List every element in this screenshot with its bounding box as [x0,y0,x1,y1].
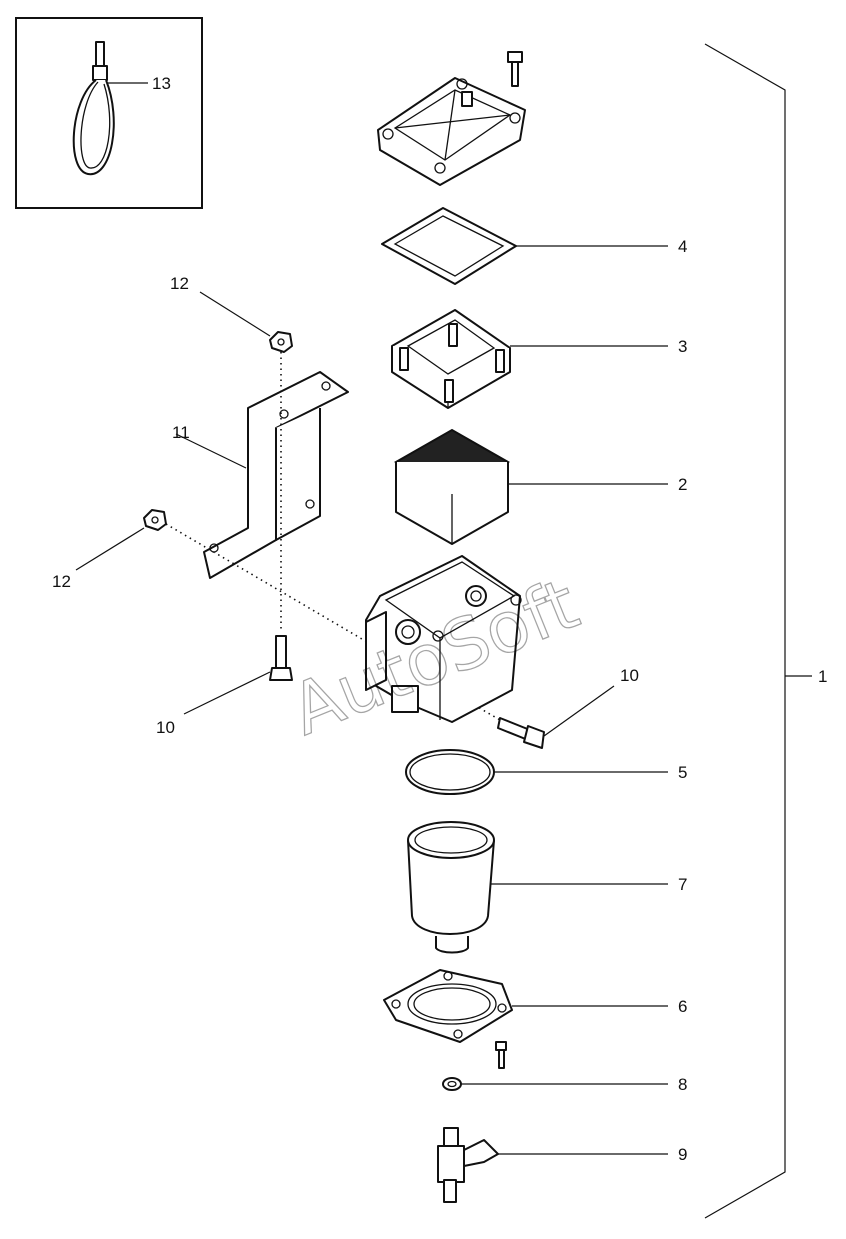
part-13-cable-tie [72,41,148,176]
callout-3: 3 [678,337,687,356]
part-8-washer [442,1077,668,1091]
callout-12-top: 12 [170,274,189,293]
callout-10-left: 10 [156,718,175,737]
part-6-ring-clamp [383,969,668,1069]
callout-9: 9 [678,1145,687,1164]
part-top-cover [377,51,526,186]
assembly-bracket-1 [704,43,812,1219]
callout-11: 11 [172,423,190,442]
callout-4: 4 [678,237,687,256]
part-5-o-ring [405,749,668,795]
part-12-nut-top [199,291,293,353]
part-10-bolt-right [497,685,615,749]
callout-7: 7 [678,875,687,894]
callout-12-left: 12 [52,572,71,591]
alignment-lines [165,352,501,721]
part-4-gasket [381,207,668,285]
part-7-bowl [407,821,668,954]
part-11-mounting-bracket [175,371,349,579]
inset-box [15,17,203,209]
callout-8: 8 [678,1075,687,1094]
part-12-nut-left [75,509,167,571]
part-9-drain-valve [437,1127,668,1203]
part-10-bolt-left [183,635,293,715]
callout-2: 2 [678,475,687,494]
callout-6: 6 [678,997,687,1016]
callout-1: 1 [818,667,827,686]
part-2-filter-element [393,428,668,545]
part-3-spring-frame [391,309,668,409]
callout-5: 5 [678,763,687,782]
callout-13: 13 [152,74,171,93]
part-filter-head [365,555,522,723]
callout-10-right: 10 [620,666,639,685]
